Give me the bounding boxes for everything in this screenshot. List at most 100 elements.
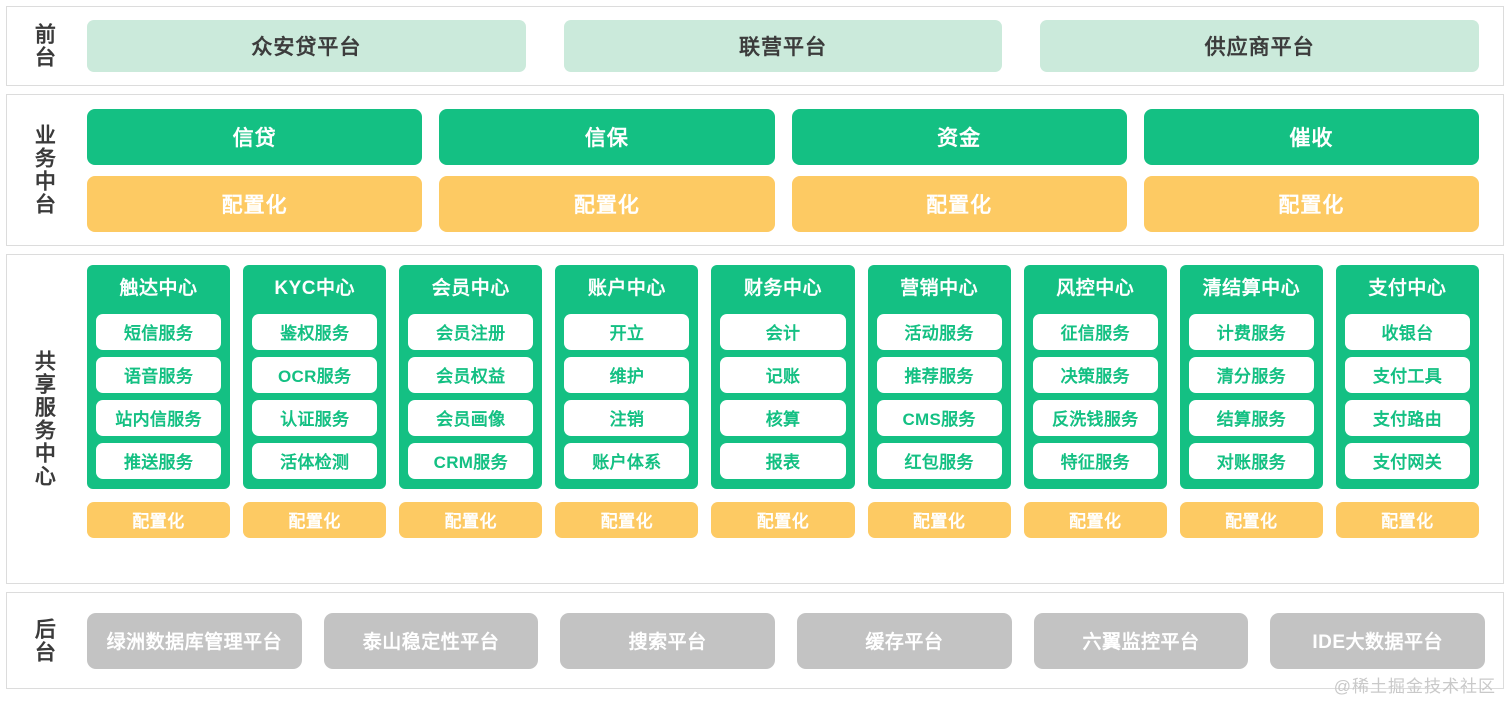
service-center-column: 触达中心 短信服务 语音服务 站内信服务 推送服务 配置化 <box>87 265 231 575</box>
service-center-title: 清结算中心 <box>1202 278 1301 299</box>
business-domain-card[interactable]: 催收 <box>1143 108 1479 165</box>
shared-service-columns: 触达中心 短信服务 语音服务 站内信服务 推送服务 配置化 KYC中心 鉴权服务… <box>79 255 1503 583</box>
business-config-card[interactable]: 配置化 <box>87 175 423 232</box>
service-item[interactable]: 认证服务 <box>252 399 378 436</box>
service-config-pill[interactable]: 配置化 <box>1023 501 1167 538</box>
service-item[interactable]: 反洗钱服务 <box>1032 399 1158 436</box>
service-item[interactable]: 计费服务 <box>1188 313 1314 350</box>
service-item[interactable]: 推荐服务 <box>876 356 1002 393</box>
service-center-title: 账户中心 <box>587 278 666 299</box>
service-config-pill[interactable]: 配置化 <box>1335 501 1479 538</box>
shared-service-panel: 共享服务中心 触达中心 短信服务 语音服务 站内信服务 推送服务 配置化 KYC… <box>6 254 1504 584</box>
service-center-box[interactable]: 清结算中心 计费服务 清分服务 结算服务 对账服务 <box>1179 265 1323 489</box>
service-item[interactable]: 报表 <box>720 442 846 479</box>
service-item[interactable]: 核算 <box>720 399 846 436</box>
service-center-box[interactable]: KYC中心 鉴权服务 OCR服务 认证服务 活体检测 <box>243 265 387 489</box>
front-layer-cards: 众安贷平台 联营平台 供应商平台 <box>79 7 1503 85</box>
back-layer-label: 后台 <box>32 617 56 664</box>
service-item[interactable]: CMS服务 <box>876 399 1002 436</box>
service-config-pill[interactable]: 配置化 <box>711 501 855 538</box>
service-item[interactable]: 会员注册 <box>408 313 534 350</box>
service-center-title: 营销中心 <box>900 278 979 299</box>
service-item[interactable]: 短信服务 <box>96 313 222 350</box>
service-item[interactable]: 会员权益 <box>408 356 534 393</box>
service-item[interactable]: 支付网关 <box>1344 442 1470 479</box>
service-center-column: 财务中心 会计 记账 核算 报表 配置化 <box>711 265 855 575</box>
service-item[interactable]: 记账 <box>720 356 846 393</box>
service-config-pill[interactable]: 配置化 <box>243 501 387 538</box>
service-item[interactable]: 维护 <box>564 356 690 393</box>
service-item[interactable]: 活动服务 <box>876 313 1002 350</box>
service-center-box[interactable]: 支付中心 收银台 支付工具 支付路由 支付网关 <box>1335 265 1479 489</box>
business-config-card[interactable]: 配置化 <box>791 175 1127 232</box>
service-center-box[interactable]: 财务中心 会计 记账 核算 报表 <box>711 265 855 489</box>
service-config-pill[interactable]: 配置化 <box>87 501 231 538</box>
business-middle-body: 信贷 信保 资金 催收 配置化 配置化 配置化 配置化 <box>79 95 1503 245</box>
service-item[interactable]: CRM服务 <box>408 442 534 479</box>
service-center-column: 风控中心 征信服务 决策服务 反洗钱服务 特征服务 配置化 <box>1023 265 1167 575</box>
service-item[interactable]: OCR服务 <box>252 356 378 393</box>
back-platform-card[interactable]: 搜索平台 <box>560 612 776 669</box>
service-item[interactable]: 站内信服务 <box>96 399 222 436</box>
front-layer-panel: 前台 众安贷平台 联营平台 供应商平台 <box>6 6 1504 86</box>
service-center-title: KYC中心 <box>274 278 355 299</box>
back-platform-card[interactable]: 泰山稳定性平台 <box>323 612 539 669</box>
front-platform-card[interactable]: 众安贷平台 <box>87 20 526 72</box>
service-center-column: 营销中心 活动服务 推荐服务 CMS服务 红包服务 配置化 <box>867 265 1011 575</box>
service-item[interactable]: 结算服务 <box>1188 399 1314 436</box>
service-item[interactable]: 会员画像 <box>408 399 534 436</box>
service-config-pill[interactable]: 配置化 <box>1179 501 1323 538</box>
business-domain-card[interactable]: 信保 <box>439 108 775 165</box>
service-center-column: 清结算中心 计费服务 清分服务 结算服务 对账服务 配置化 <box>1179 265 1323 575</box>
business-config-card[interactable]: 配置化 <box>1143 175 1479 232</box>
shared-service-label: 共享服务中心 <box>32 350 56 488</box>
business-domain-card[interactable]: 信贷 <box>87 108 423 165</box>
service-item[interactable]: 红包服务 <box>876 442 1002 479</box>
service-item[interactable]: 收银台 <box>1344 313 1470 350</box>
service-center-title: 风控中心 <box>1056 278 1135 299</box>
service-item[interactable]: 账户体系 <box>564 442 690 479</box>
business-config-card[interactable]: 配置化 <box>439 175 775 232</box>
business-middle-panel: 业务中台 信贷 信保 资金 催收 配置化 配置化 配置化 配置化 <box>6 94 1504 246</box>
service-item[interactable]: 开立 <box>564 313 690 350</box>
back-layer-cards: 绿洲数据库管理平台 泰山稳定性平台 搜索平台 缓存平台 六翼监控平台 IDE大数… <box>79 593 1503 688</box>
service-item[interactable]: 对账服务 <box>1188 442 1314 479</box>
service-item[interactable]: 支付路由 <box>1344 399 1470 436</box>
service-center-column: 支付中心 收银台 支付工具 支付路由 支付网关 配置化 <box>1335 265 1479 575</box>
front-layer-label: 前台 <box>32 23 56 69</box>
business-domain-row: 信贷 信保 资金 催收 <box>87 108 1479 165</box>
back-layer-panel: 后台 绿洲数据库管理平台 泰山稳定性平台 搜索平台 缓存平台 六翼监控平台 ID… <box>6 592 1504 689</box>
service-config-pill[interactable]: 配置化 <box>399 501 543 538</box>
service-item[interactable]: 清分服务 <box>1188 356 1314 393</box>
service-center-box[interactable]: 账户中心 开立 维护 注销 账户体系 <box>555 265 699 489</box>
service-center-box[interactable]: 营销中心 活动服务 推荐服务 CMS服务 红包服务 <box>867 265 1011 489</box>
service-center-column: KYC中心 鉴权服务 OCR服务 认证服务 活体检测 配置化 <box>243 265 387 575</box>
service-item[interactable]: 活体检测 <box>252 442 378 479</box>
service-center-title: 触达中心 <box>119 278 198 299</box>
business-domain-card[interactable]: 资金 <box>791 108 1127 165</box>
front-platform-card[interactable]: 联营平台 <box>563 20 1003 72</box>
service-item[interactable]: 支付工具 <box>1344 356 1470 393</box>
back-platform-card[interactable]: 六翼监控平台 <box>1033 612 1249 669</box>
service-center-column: 账户中心 开立 维护 注销 账户体系 配置化 <box>555 265 699 575</box>
service-center-title: 财务中心 <box>743 278 822 299</box>
service-item[interactable]: 鉴权服务 <box>252 313 378 350</box>
business-config-row: 配置化 配置化 配置化 配置化 <box>87 175 1479 232</box>
service-item[interactable]: 注销 <box>564 399 690 436</box>
back-platform-card[interactable]: 缓存平台 <box>797 612 1012 669</box>
service-center-box[interactable]: 触达中心 短信服务 语音服务 站内信服务 推送服务 <box>87 265 231 489</box>
back-platform-card[interactable]: 绿洲数据库管理平台 <box>87 612 302 669</box>
service-item[interactable]: 推送服务 <box>96 442 222 479</box>
service-center-box[interactable]: 会员中心 会员注册 会员权益 会员画像 CRM服务 <box>399 265 543 489</box>
service-item[interactable]: 特征服务 <box>1032 442 1158 479</box>
service-config-pill[interactable]: 配置化 <box>555 501 699 538</box>
service-center-box[interactable]: 风控中心 征信服务 决策服务 反洗钱服务 特征服务 <box>1023 265 1167 489</box>
service-item[interactable]: 征信服务 <box>1032 313 1158 350</box>
front-platform-card[interactable]: 供应商平台 <box>1040 20 1480 72</box>
service-item[interactable]: 会计 <box>720 313 846 350</box>
service-item[interactable]: 语音服务 <box>96 356 222 393</box>
back-platform-card[interactable]: IDE大数据平台 <box>1270 612 1486 669</box>
service-item[interactable]: 决策服务 <box>1032 356 1158 393</box>
service-config-pill[interactable]: 配置化 <box>867 501 1011 538</box>
